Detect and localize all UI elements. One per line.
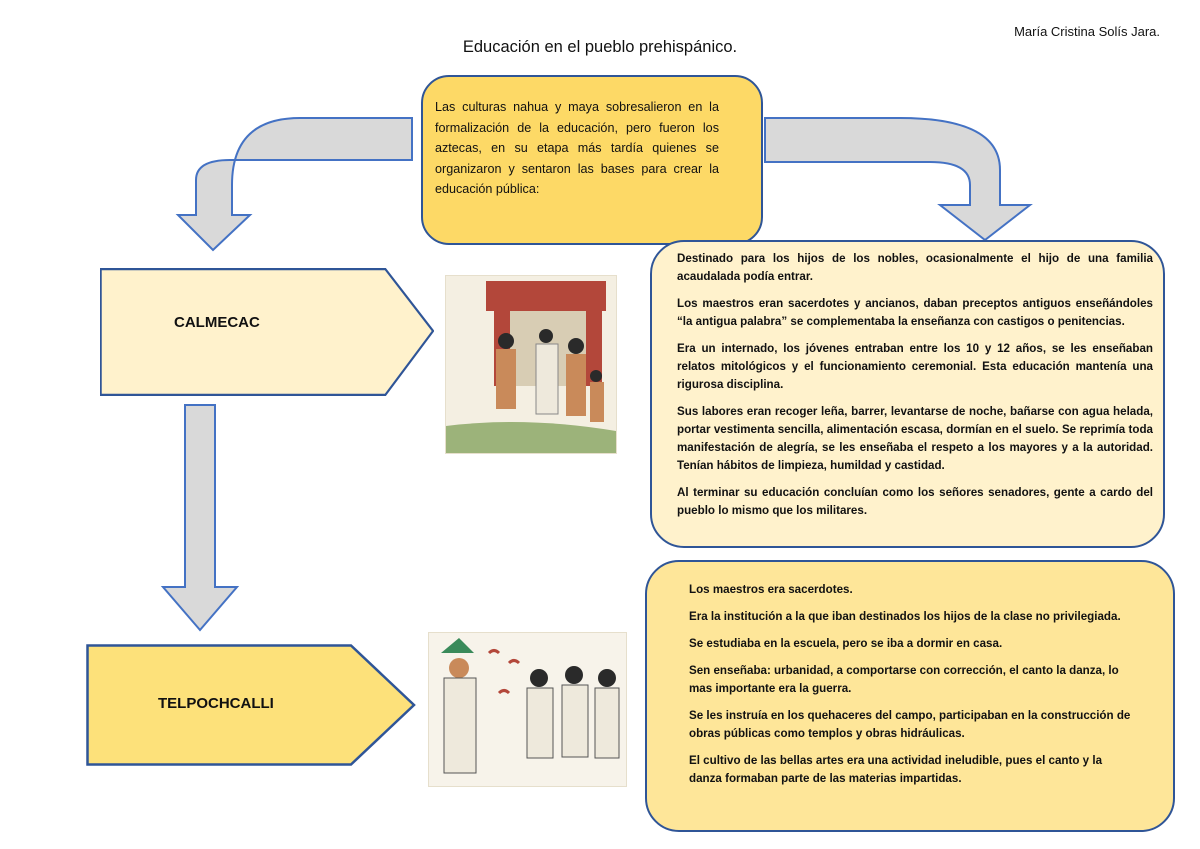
curved-arrow-right	[764, 117, 1033, 242]
telpochcalli-paragraph: Los maestros era sacerdotes.	[689, 583, 853, 596]
calmecac-paragraph: Los maestros eran sacerdotes y ancianos,…	[677, 297, 1153, 328]
calmecac-paragraph: Sus labores eran recoger leña, barrer, l…	[677, 405, 1153, 472]
calmecac-codex-image	[445, 275, 617, 454]
telpochcalli-paragraph: Sen enseñaba: urbanidad, a comportarse c…	[689, 664, 1119, 695]
curved-arrow-left	[175, 117, 413, 252]
calmecac-node: CALMECAC	[100, 268, 434, 396]
calmecac-paragraph: Al terminar su educación concluían como …	[677, 486, 1153, 517]
calmecac-paragraph: Destinado para los hijos de los nobles, …	[677, 252, 1153, 283]
intro-box: Las culturas nahua y maya sobresalieron …	[421, 75, 763, 245]
telpochcalli-node: TELPOCHCALLI	[86, 644, 416, 766]
telpochcalli-codex-image	[428, 632, 627, 787]
telpochcalli-label: TELPOCHCALLI	[158, 695, 274, 712]
calmecac-paragraph: Era un internado, los jóvenes entraban e…	[677, 342, 1153, 391]
author-name: María Cristina Solís Jara.	[1014, 24, 1160, 39]
telpochcalli-paragraph: El cultivo de las bellas artes era una a…	[689, 754, 1103, 785]
telpochcalli-description: Los maestros era sacerdotes. Era la inst…	[645, 560, 1175, 832]
telpochcalli-paragraph: Se les instruía en los quehaceres del ca…	[689, 709, 1131, 740]
page-title: Educación en el pueblo prehispánico.	[462, 38, 738, 56]
calmecac-description: Destinado para los hijos de los nobles, …	[650, 240, 1165, 548]
down-arrow	[160, 404, 240, 632]
telpochcalli-paragraph: Se estudiaba en la escuela, pero se iba …	[689, 637, 1003, 650]
calmecac-label: CALMECAC	[174, 314, 260, 331]
telpochcalli-paragraph: Era la institución a la que iban destina…	[689, 610, 1121, 623]
